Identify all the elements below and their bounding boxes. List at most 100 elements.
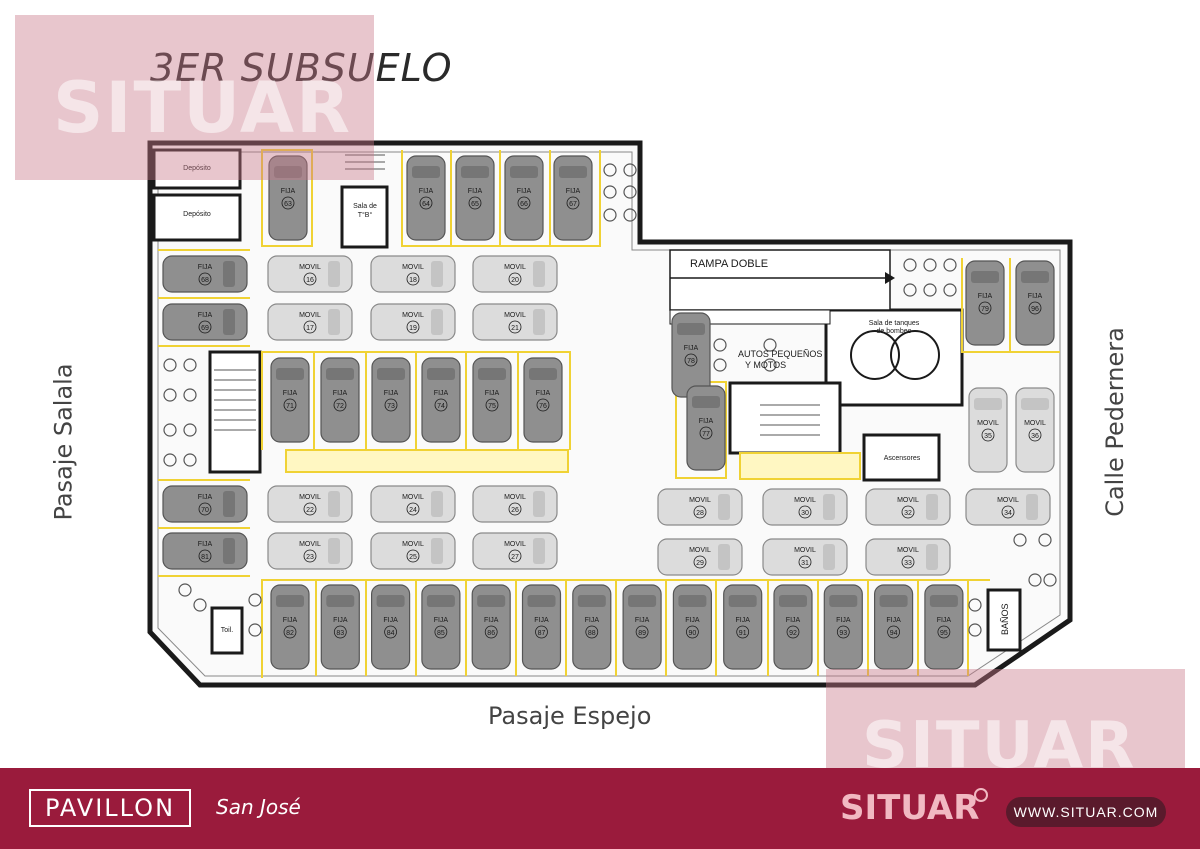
watermark-top: SITUAR xyxy=(15,15,374,180)
spot-type-label: MOVIL xyxy=(997,497,1019,504)
parking-floor-plan: Depósito Depósito Sala de T°B° Sala de t… xyxy=(147,140,1073,688)
spot-type-label: FIJA xyxy=(836,617,851,624)
spot-type-label: FIJA xyxy=(937,617,952,624)
spot-type-label: FIJA xyxy=(384,390,399,397)
fixed-spot-76[interactable]: FIJA 76 xyxy=(523,357,563,443)
stair-treads xyxy=(214,154,820,436)
spot-type-label: FIJA xyxy=(283,390,298,397)
spot-number: 72 xyxy=(336,403,344,410)
label-ascensores: Ascensores xyxy=(884,455,921,462)
watermark-bottom: SITUAR xyxy=(826,669,1185,783)
spot-number: 24 xyxy=(409,507,417,514)
spot-type-label: FIJA xyxy=(699,418,714,425)
spot-type-label: FIJA xyxy=(736,617,751,624)
spot-number: 93 xyxy=(839,630,847,637)
spot-type-label: MOVIL xyxy=(794,497,816,504)
spot-number: 32 xyxy=(904,510,912,517)
spot-number: 19 xyxy=(409,325,417,332)
spot-type-label: FIJA xyxy=(434,390,449,397)
spot-number: 74 xyxy=(437,403,445,410)
mobile-spot-18[interactable]: MOVIL 18 xyxy=(370,255,456,293)
spot-number: 75 xyxy=(488,403,496,410)
inner-wall-line xyxy=(157,151,1061,677)
spot-number: 17 xyxy=(306,325,314,332)
watermark-top-text: SITUAR xyxy=(53,67,352,149)
spot-type-label: FIJA xyxy=(536,390,551,397)
spot-number: 29 xyxy=(696,560,704,567)
spot-number: 76 xyxy=(539,403,547,410)
label-toilet: Toil. xyxy=(221,627,234,634)
spot-number: 66 xyxy=(520,201,528,208)
fixed-spot-93[interactable]: FIJA 93 xyxy=(823,584,863,670)
spot-type-label: FIJA xyxy=(684,345,699,352)
spot-number: 90 xyxy=(689,630,697,637)
spot-type-label: FIJA xyxy=(281,188,296,195)
spot-type-label: FIJA xyxy=(534,617,549,624)
project-location: San José xyxy=(216,795,301,819)
label-deposito-2: Depósito xyxy=(183,211,211,218)
spot-number: 16 xyxy=(306,277,314,284)
spot-type-label: MOVIL xyxy=(977,420,999,427)
spot-number: 88 xyxy=(588,630,596,637)
fixed-spot-74[interactable]: FIJA 74 xyxy=(421,357,461,443)
rooms-layer xyxy=(152,148,1022,655)
spot-number: 18 xyxy=(409,277,417,284)
spot-type-label: FIJA xyxy=(1028,293,1043,300)
spot-type-label: FIJA xyxy=(484,617,499,624)
label-tanques-2: de bombeo xyxy=(876,328,911,335)
spot-type-label: MOVIL xyxy=(299,494,321,501)
spot-type-label: MOVIL xyxy=(402,264,424,271)
website-badge[interactable]: WWW.SITUAR.COM xyxy=(1006,797,1166,827)
